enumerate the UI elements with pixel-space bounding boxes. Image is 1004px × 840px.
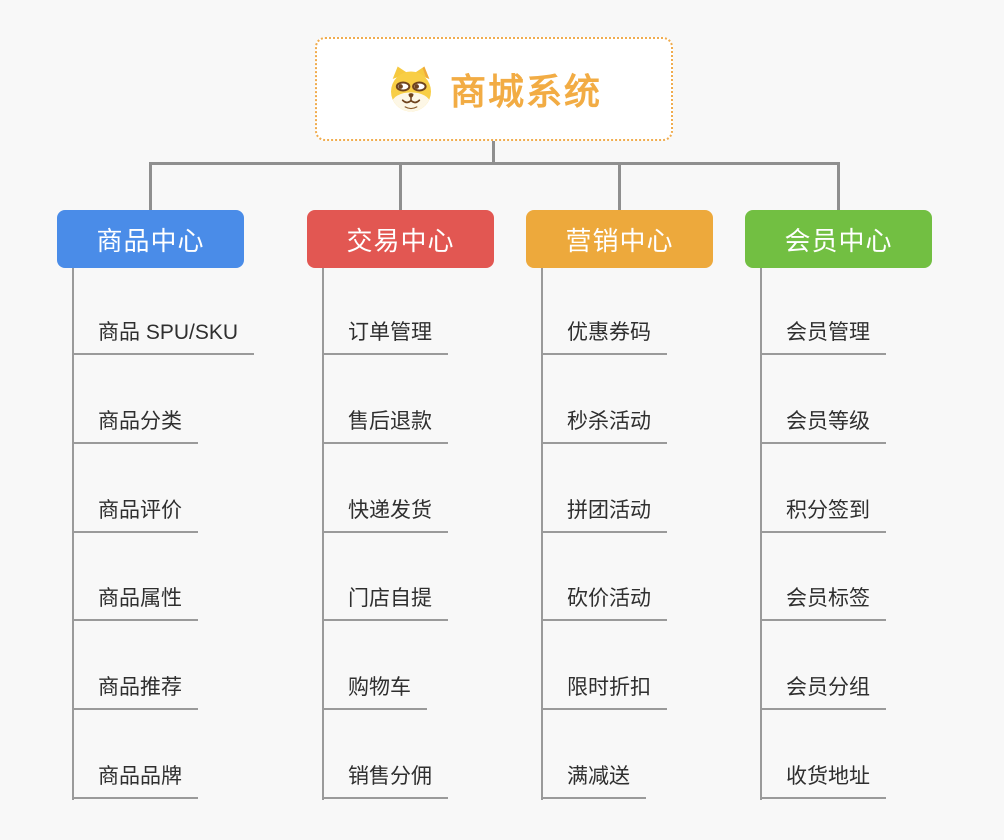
- leaf-item[interactable]: 积分签到: [760, 495, 886, 533]
- leaf-item[interactable]: 商品评价: [72, 495, 198, 533]
- leaf-item[interactable]: 收货地址: [760, 761, 886, 799]
- root-node[interactable]: 商城系统: [315, 37, 673, 141]
- doge-icon: [386, 64, 436, 114]
- leaf-connector-line-3: [541, 268, 543, 800]
- leaf-item[interactable]: 优惠券码: [541, 317, 667, 355]
- root-label: 商城系统: [449, 71, 602, 112]
- branch-connector-drop-2: [399, 165, 402, 210]
- leaf-item[interactable]: 商品属性: [72, 583, 198, 621]
- branch-node-1[interactable]: 商品中心: [57, 210, 244, 268]
- leaf-item[interactable]: 门店自提: [322, 583, 448, 621]
- leaf-item[interactable]: 限时折扣: [541, 672, 667, 710]
- leaf-item[interactable]: 商品品牌: [72, 761, 198, 799]
- leaf-item[interactable]: 销售分佣: [322, 761, 448, 799]
- leaf-connector-line-4: [760, 268, 762, 800]
- connector-horizontal-rail: [149, 162, 840, 165]
- leaf-item[interactable]: 购物车: [322, 672, 427, 710]
- branch-connector-drop-4: [837, 165, 840, 210]
- leaf-item[interactable]: 快递发货: [322, 495, 448, 533]
- branch-connector-drop-1: [149, 165, 152, 210]
- leaf-item[interactable]: 会员标签: [760, 583, 886, 621]
- branch-connector-drop-3: [618, 165, 621, 210]
- leaf-item[interactable]: 商品推荐: [72, 672, 198, 710]
- leaf-item[interactable]: 满减送: [541, 761, 646, 799]
- leaf-item[interactable]: 砍价活动: [541, 583, 667, 621]
- leaf-item[interactable]: 秒杀活动: [541, 406, 667, 444]
- leaf-connector-line-1: [72, 268, 74, 800]
- leaf-item[interactable]: 售后退款: [322, 406, 448, 444]
- leaf-item[interactable]: 商品 SPU/SKU: [72, 317, 255, 355]
- leaf-item[interactable]: 会员管理: [760, 317, 886, 355]
- leaf-item[interactable]: 商品分类: [72, 406, 198, 444]
- leaf-item[interactable]: 会员分组: [760, 672, 886, 710]
- leaf-item[interactable]: 订单管理: [322, 317, 448, 355]
- branch-node-4[interactable]: 会员中心: [745, 210, 932, 268]
- branch-node-2[interactable]: 交易中心: [307, 210, 494, 268]
- leaf-connector-line-2: [322, 268, 324, 800]
- leaf-item[interactable]: 会员等级: [760, 406, 886, 444]
- leaf-item[interactable]: 拼团活动: [541, 495, 667, 533]
- root-connector-stem: [491, 141, 495, 165]
- branch-node-3[interactable]: 营销中心: [526, 210, 713, 268]
